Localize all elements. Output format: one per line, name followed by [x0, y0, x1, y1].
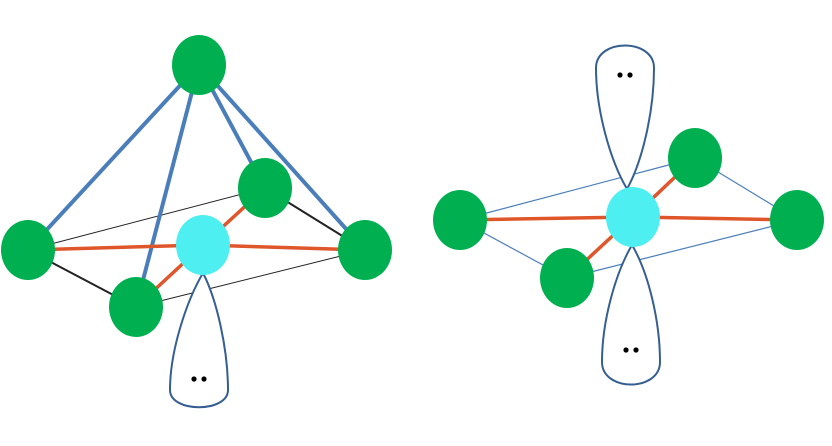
planar-bond [632, 215, 798, 222]
lone-pair-dot [623, 347, 629, 353]
ligand-atom-apical [172, 35, 226, 95]
ligand-atom-front [109, 277, 163, 337]
ligand-atom-right [770, 190, 824, 250]
lone-pair-orbital [594, 44, 656, 192]
lone-pair-dot [201, 376, 207, 382]
ligand-atom-front [540, 248, 594, 308]
lone-pair-dot [191, 376, 197, 382]
apical-bond [134, 64, 201, 308]
lone-pair-lobe-lower [600, 243, 662, 386]
plane-edge [566, 219, 798, 279]
lone-pair-dot [617, 72, 623, 78]
lone-pair-dot [627, 72, 633, 78]
ligand-atom-back [668, 128, 722, 188]
basal-bond [202, 243, 366, 252]
square-pyramidal-molecule [1, 35, 392, 409]
plane-edge [27, 187, 266, 251]
central-atom [606, 187, 660, 247]
ligand-atom-left [1, 220, 55, 280]
planar-bond [459, 215, 634, 222]
ligand-atom-back [238, 158, 292, 218]
lone-pair-lobe [168, 270, 230, 409]
central-atom [176, 215, 230, 275]
lone-pair-orbital [600, 243, 662, 386]
ligand-atom-left [433, 190, 487, 250]
basal-bond [27, 243, 204, 252]
apical-bond [26, 63, 201, 252]
apical-bond [197, 63, 367, 252]
lone-pair-dot [633, 347, 639, 353]
square-planar-molecule [433, 44, 824, 386]
ligand-atom-right [338, 220, 392, 280]
lone-pair-orbital [168, 270, 230, 409]
plane-edge [459, 157, 696, 221]
lone-pair-lobe-upper [594, 44, 656, 192]
plane-edge [135, 249, 366, 308]
